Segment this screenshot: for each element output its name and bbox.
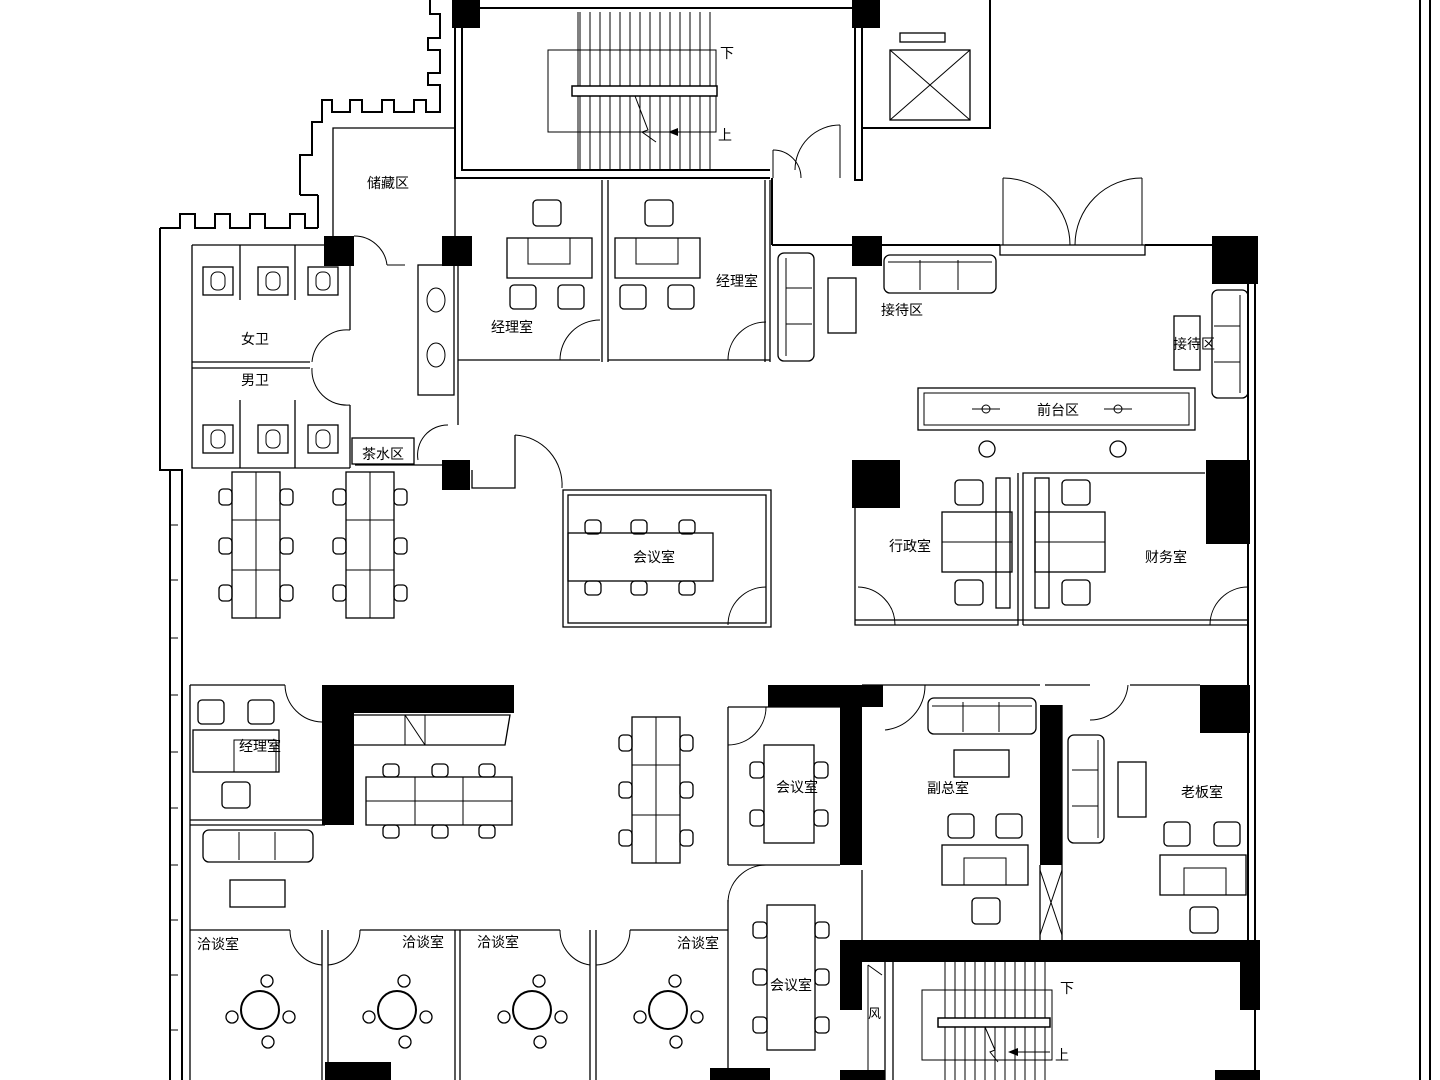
open-workstations-upper — [218, 471, 408, 619]
meeting-room-2-furniture — [749, 744, 829, 844]
manager-office-label-1: 经理室 — [491, 319, 533, 336]
meeting-room-label-3: 会议室 — [770, 977, 812, 994]
reception-label-2: 接待区 — [1173, 336, 1215, 353]
bottom-staircase — [867, 962, 1053, 1080]
storage-label: 储藏区 — [367, 176, 409, 192]
womens-restroom-label: 女卫 — [241, 331, 269, 348]
manager-office-label-3: 经理室 — [239, 738, 281, 755]
front-desk-label: 前台区 — [1037, 402, 1079, 419]
boss-office-label: 老板室 — [1181, 784, 1223, 801]
interior-walls — [189, 127, 1248, 1080]
stair-down-label-bottom: 下 — [1060, 981, 1074, 997]
finance-office-label: 财务室 — [1145, 549, 1187, 566]
structural-columns — [322, 0, 1260, 1080]
negotiation-room-label-2: 洽谈室 — [402, 934, 444, 951]
tea-area-label: 茶水区 — [362, 447, 404, 463]
boss-office-furniture — [1067, 734, 1247, 934]
vp-office-furniture — [927, 697, 1037, 925]
restroom-fixtures — [202, 266, 446, 454]
top-staircase — [547, 12, 718, 170]
elevator — [889, 32, 971, 121]
vp-office-label: 副总室 — [927, 780, 969, 797]
manager-office-label-2: 经理室 — [716, 273, 758, 290]
open-workstations-middle — [365, 716, 694, 864]
stair-up-label-top: 上 — [718, 128, 732, 144]
reception-label-1: 接待区 — [881, 302, 923, 319]
meeting-room-1-furniture — [567, 519, 714, 596]
room-labels: 储藏区 经理室 经理室 经理室 接待区 接待区 女卫 男卫 茶水区 前台区 会议… — [197, 46, 1223, 1064]
meeting-room-label-2: 会议室 — [776, 779, 818, 796]
left-manager-office-furniture — [192, 699, 314, 908]
front-desk-furniture — [917, 387, 1196, 458]
reception-furniture — [777, 252, 1249, 399]
stair-up-label-bottom: 上 — [1055, 1048, 1069, 1064]
negotiation-room-label-4: 洽谈室 — [677, 935, 719, 952]
negotiation-room-label-1: 洽谈室 — [197, 936, 239, 953]
mens-restroom-label: 男卫 — [241, 373, 269, 389]
wind-mark-label: 风 — [868, 1007, 881, 1022]
admin-office-label: 行政室 — [889, 538, 931, 555]
meeting-room-label-1: 会议室 — [633, 549, 675, 566]
meeting-room-3-furniture — [752, 904, 830, 1051]
doors — [284, 124, 1249, 966]
manager-office-furniture — [506, 199, 701, 310]
negotiation-room-furniture — [225, 974, 704, 1049]
admin-finance-furniture — [941, 477, 1106, 609]
negotiation-room-label-3: 洽谈室 — [477, 934, 519, 951]
stair-down-label-top: 下 — [720, 46, 734, 62]
